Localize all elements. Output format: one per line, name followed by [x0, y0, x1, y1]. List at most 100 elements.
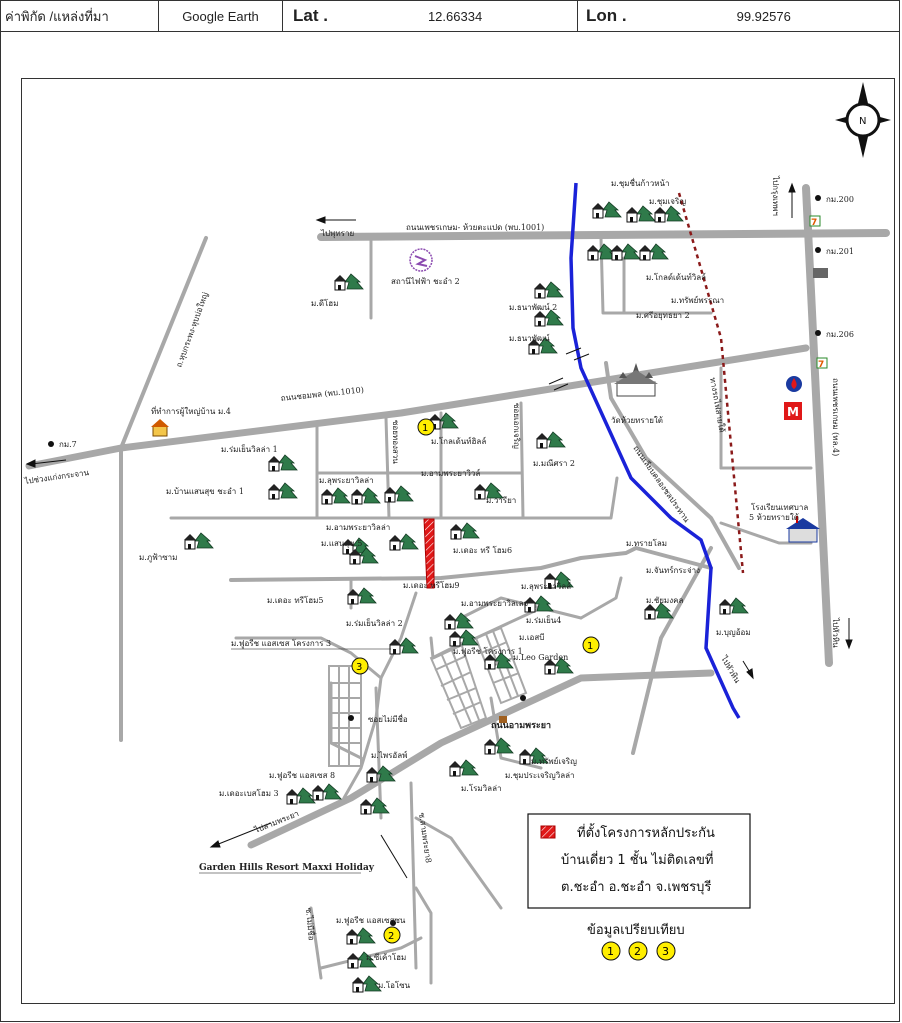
label-side-road-1: ซอยเอกเจริญ [512, 403, 521, 449]
village-6: ม.ทรัพย์พรรณา [671, 295, 724, 305]
village-22: ม.จันทร์กระจ่าง [646, 565, 700, 575]
source-cell: Google Earth [159, 1, 283, 31]
seven-eleven-icon: 7 7 [809, 215, 828, 370]
km-dot [48, 441, 54, 447]
village-9: ม.บ้านแสนสุข ชะอำ 1 [166, 487, 244, 496]
village-27: ม.เอสบี [519, 633, 544, 642]
village-2: ม.ดีโฮม [311, 298, 338, 308]
village-19: ม.เดอะ ทรีโฮม5 [267, 595, 324, 605]
village-24: ม.อามพระยาวิลเลจ [461, 599, 528, 608]
landmark-symbols: 7 7 M [48, 195, 828, 926]
canal-bridges [548, 347, 590, 391]
map-border [21, 78, 895, 1004]
label-unnamed-soi: ซ.ไม่มีชื่อ [304, 907, 318, 941]
village-0: ม.ชุมชื่นก้าวหน้า [611, 177, 669, 188]
village-35: ม.โรมวิลล่า [461, 783, 501, 793]
label-to-bangkok: ไปกรุงเทพฯ [771, 175, 780, 216]
location-map: 7 7 M N [21, 78, 895, 1004]
legend-marker-1: 1 [607, 945, 614, 958]
lon-label: Lon . [586, 6, 627, 25]
label-amphaya-road: ถนนอามพระยา [491, 721, 551, 731]
label-school-2: 5 ห้วยทรายใต้ [749, 513, 799, 522]
village-21: ม.ทรายโลม [626, 538, 667, 548]
label-village-head: ที่ทำการผู้ใหญ่บ้าน ม.4 [151, 405, 231, 417]
svg-text:7: 7 [818, 360, 824, 370]
road-amphaya [247, 669, 715, 849]
page-frame [0, 32, 900, 1022]
village-32: ม.ไพรอัลพ์ [371, 750, 407, 760]
comparison-label: ข้อมูลเปรียบเทียบ [587, 922, 685, 938]
coordinate-header: ค่าพิกัด /แหล่งที่มา Google Earth Lat . … [0, 0, 900, 32]
svg-text:M: M [787, 405, 799, 419]
map-marker-2: 2 [388, 931, 394, 942]
legend-box: ที่ตั้งโครงการหลักประกัน บ้านเดี่ยว 1 ชั… [527, 813, 751, 909]
village-28: ม.ชัยมงคล [646, 596, 683, 605]
comparison-legend-markers: 1 2 3 [601, 941, 676, 961]
village-8: ม.ร่มเย็นวิลล่า 1 [221, 444, 278, 454]
coord-source-label-cell: ค่าพิกัด /แหล่งที่มา [1, 1, 159, 31]
village-26: ม.ร่มเย็น4 [526, 615, 561, 625]
label-side-road-2: ซอยทองสวน [391, 420, 400, 464]
legend-line-3: ต.ชะอำ อ.ชะอำ จ.เพชรบุรี [561, 879, 711, 895]
village-37: ม.เดอะเบสโฮม 3 [219, 788, 279, 798]
map-marker-1a: 1 [422, 423, 428, 434]
village-12: ม.อามพระยาวิวล์ [421, 468, 480, 478]
label-temple: วัดห้วยทรายใต้ [611, 416, 663, 425]
village-36: ม.ฟูอรีช แอสเซส 8 [269, 771, 335, 781]
label-substation: สถานีไฟฟ้า ชะอำ 2 [391, 277, 460, 286]
village-head-office-icon [151, 419, 169, 437]
label-soi-no-name: ซอยไม่มีชื่อ [368, 713, 408, 724]
road-network [25, 184, 890, 985]
railway-line [677, 192, 745, 574]
village-29: ม.บุญอ้อม [716, 628, 751, 637]
village-7: ม.ศรีอยุทธยา 2 [636, 311, 690, 320]
village-40: ม.โอโซน [378, 980, 411, 990]
map-comparison-markers: 1 1 3 2 [351, 418, 600, 944]
village-23: ม.ลุพระยาวิลล์ [521, 581, 571, 591]
village-10: ม.โกลเด้นท์ฮิลล์ [431, 436, 486, 446]
village-17: ม.ภูฟ้าซาม [139, 553, 177, 563]
map-marker-1b: 1 [587, 641, 593, 652]
lon-value: 99.92576 [736, 8, 791, 24]
km-201: กม.201 [826, 247, 854, 256]
legend-line-1: ที่ตั้งโครงการหลักประกัน [577, 823, 715, 841]
shop-icon [813, 268, 828, 278]
road-main [25, 344, 810, 470]
village-39: ม.ซีเค้าโฮม [366, 952, 406, 962]
label-garden-hills: Garden Hills Resort Maxxi Holiday [199, 863, 375, 873]
substation-icon [409, 248, 433, 272]
village-31: ม.Leo Garden [513, 653, 568, 662]
label-north-road: ถนนเพชรเกษม- ห้วยตะแปด (พบ.1001) [406, 223, 544, 232]
legend-marker-3: 3 [662, 945, 669, 958]
label-petchkasem: ถนนเพชรเกษม (ทล.4) [831, 378, 840, 456]
village-20: ม.เดอะ ทรีโฮม9 [403, 580, 460, 590]
village-38: ม.ฟูอรีช แอสเซสซน [336, 916, 406, 926]
temple-icon [614, 363, 658, 397]
legend-marker-2: 2 [634, 945, 641, 958]
village-14: ม.วารียา [486, 496, 516, 505]
village-labels: ม.ชุมชื่นก้าวหน้า ม.ชุมเจริญ ม.ดีโฮม ม.ธ… [139, 177, 751, 990]
village-11: ม.ลุพระยาวิลล่า [319, 476, 374, 485]
svg-text:7: 7 [811, 218, 817, 228]
label-to-hua-hin: ไปหัวหิน [831, 617, 840, 648]
village-18: ม.เดอะ ทรี โฮม6 [453, 545, 512, 555]
compass-n-label: N [859, 116, 866, 127]
legend-swatch [540, 825, 556, 839]
map-marker-3: 3 [356, 662, 362, 673]
village-30: ม.ฟูอรีช โครงการ 1 [453, 646, 523, 657]
km-200: กม.200 [826, 195, 854, 204]
village-34: ม.ชุมประเจริญวิลล่า [505, 771, 575, 780]
km-206: กม.206 [826, 330, 854, 339]
road-north [317, 229, 890, 241]
label-to-phu-sai: ไปพุทราย [320, 229, 354, 238]
village-25: ม.ร่มเย็นวิลล่า 2 [346, 618, 403, 628]
village-1: ม.ชุมเจริญ [649, 197, 686, 206]
label-wholesale: ม.ฟูอรีช แอสเซส โครงการ 3 [231, 638, 331, 649]
km-7: กม.7 [59, 440, 77, 449]
gas-station-icon: M [784, 376, 802, 420]
village-33: ม.ทรัพย์เจริญ [531, 756, 577, 766]
village-4: ม.ธนาพัฒน์ [509, 333, 550, 343]
label-school-1: โรงเรียนเทศบาล [751, 502, 808, 512]
village-5: ม.โกลด์เด้นท์วิลล์ [646, 272, 706, 282]
road-diagonal [119, 236, 208, 742]
